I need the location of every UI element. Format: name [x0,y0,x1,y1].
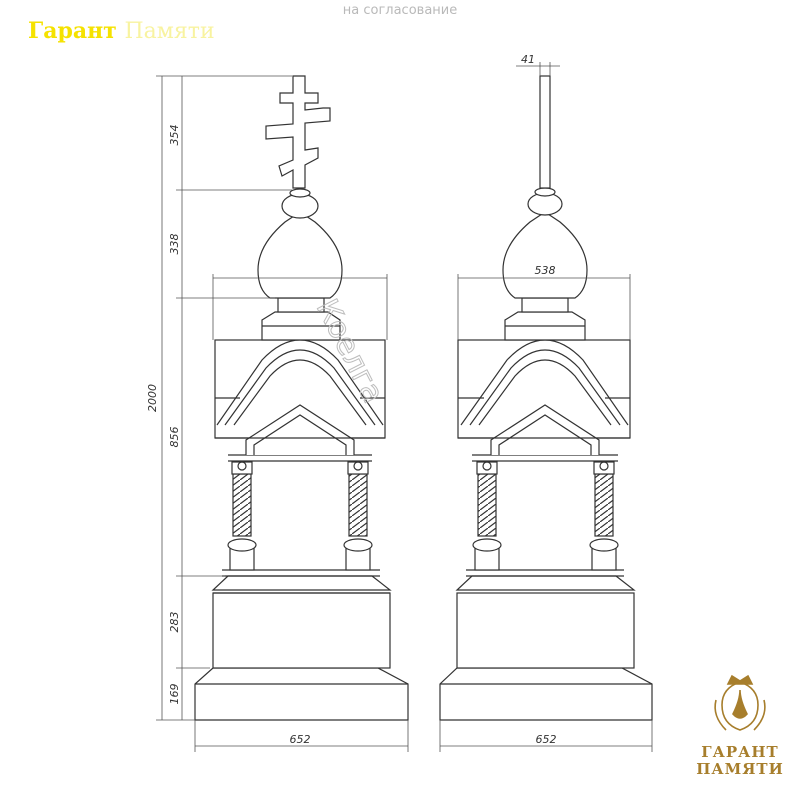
side-base [439,569,653,721]
brand-word-2: Памяти [124,19,215,44]
brand-logo: ГАРАНТ ПАМЯТИ [696,674,784,778]
dimension-lines [156,62,653,752]
front-drum [261,297,341,341]
dim-base-height: 169 [168,684,181,705]
dim-chapel-height: 856 [168,427,181,448]
orthodox-cross [265,75,331,189]
front-roof [214,339,386,455]
brand-name: Гарант Памяти [28,18,215,44]
side-dome-cap [534,187,556,197]
front-dome [257,211,343,299]
side-drum [504,297,586,341]
side-columns [472,454,619,571]
dim-total-height: 2000 [146,384,159,412]
front-view [194,75,409,721]
dim-pedestal-height: 283 [168,612,181,633]
logo-line-1: ГАРАНТ [701,743,778,761]
brand-word-1: Гарант [28,18,117,44]
side-dome [502,211,588,299]
laurel-emblem-icon [714,674,766,731]
status-note: на согласование [342,3,458,18]
front-dome-cap [289,188,311,198]
front-dome-neck [281,193,319,219]
dim-cross-height: 354 [168,125,181,146]
front-base [194,569,409,721]
side-roof [457,339,631,455]
dim-dome-height: 338 [168,234,181,255]
dimension-labels: 354 338 856 283 169 2000 652 652 41 538 [146,53,557,746]
logo-line-2: ПАМЯТИ [696,760,784,778]
dim-spire-width: 41 [521,53,535,66]
front-columns [227,454,373,571]
spire [539,75,551,189]
dim-right-width: 652 [536,733,557,746]
dim-left-width: 652 [290,733,311,746]
side-view [439,75,653,721]
dim-dome-width: 538 [535,264,556,277]
